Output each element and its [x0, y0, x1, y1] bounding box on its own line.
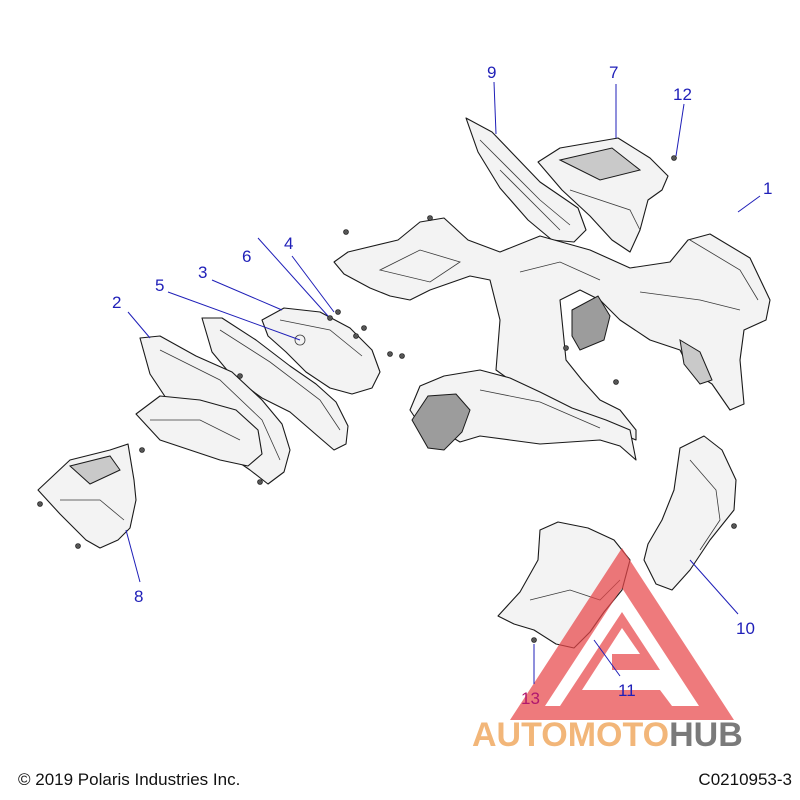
watermark-word-moto: MOTO	[567, 716, 670, 754]
watermark-wordmark: AUTOMOTOHUB	[472, 716, 743, 755]
part-9-side-panel	[465, 117, 587, 243]
callout-4: 4	[284, 234, 293, 253]
part-3-center-panel	[261, 307, 381, 395]
part-1-main-body	[333, 217, 771, 461]
part-7-rear-panel	[537, 137, 669, 253]
watermark-logo	[510, 548, 734, 720]
callout-9: 9	[487, 63, 496, 82]
callout-1: 1	[763, 179, 772, 198]
watermark-word-hub: HUB	[669, 716, 743, 754]
copyright-notice: © 2019 Polaris Industries Inc.	[18, 770, 241, 789]
leader-lines	[125, 81, 761, 684]
callout-13: 13	[521, 689, 540, 708]
callout-2: 2	[112, 293, 121, 312]
callout-10: 10	[736, 619, 755, 638]
callout-12: 12	[673, 85, 692, 104]
watermark-word-auto: AUTO	[472, 716, 568, 754]
drawing-code: C0210953-3	[698, 770, 792, 789]
callout-8: 8	[134, 587, 143, 606]
callout-6: 6	[242, 247, 251, 266]
fasteners	[37, 155, 737, 643]
callout-3: 3	[198, 263, 207, 282]
part-10-rear-lower-panel	[643, 435, 737, 591]
callout-labels: 1 2 3 4 5 6 7 8 9 10 11 12 13	[112, 63, 772, 708]
callout-5: 5	[155, 276, 164, 295]
part-8-front-lower-panel	[37, 443, 137, 549]
callout-7: 7	[609, 63, 618, 82]
callout-11: 11	[618, 681, 636, 700]
watermark-triangle-icon	[510, 548, 734, 720]
part-2-left-panel	[135, 335, 291, 485]
